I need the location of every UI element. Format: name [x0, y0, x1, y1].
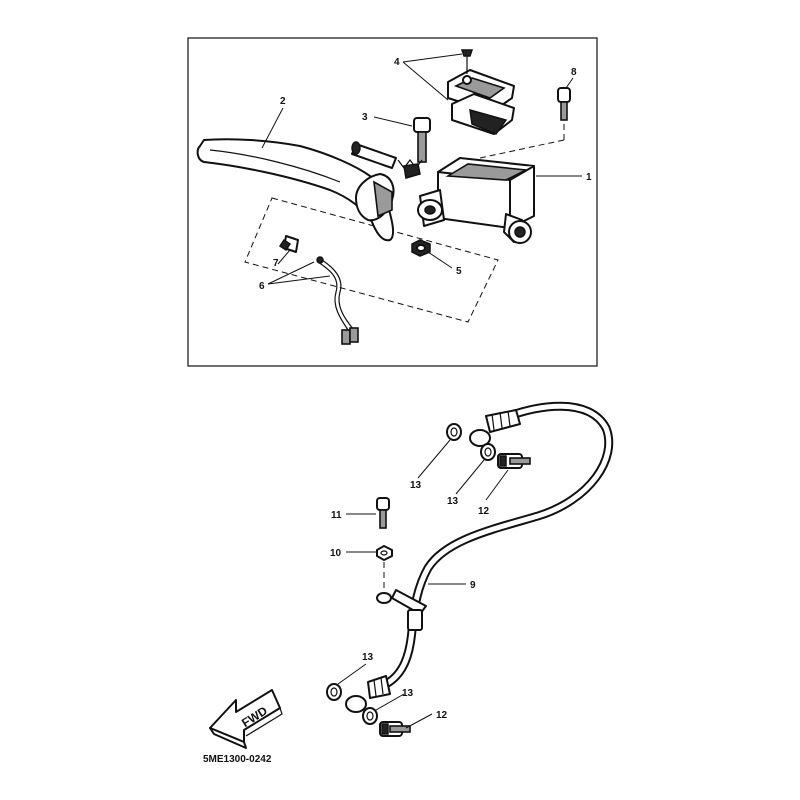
leader-13a [417, 439, 451, 479]
leader-13d [375, 693, 405, 711]
cap-screw [479, 87, 571, 159]
clamp-washer [376, 592, 392, 604]
leader-8 [565, 77, 574, 89]
label-12-upper: 12 [478, 506, 490, 517]
diagram-code: 5ME1300-0242 [203, 754, 272, 765]
lower-hose-fitting [345, 675, 391, 713]
label-9: 9 [470, 580, 476, 591]
cap-diaphragm [447, 69, 515, 135]
leader-12-lower [405, 713, 433, 729]
label-10: 10 [330, 548, 342, 559]
leader-4a [402, 53, 463, 63]
gasket-lower-b [362, 707, 378, 725]
label-4: 4 [394, 57, 400, 68]
label-13b: 13 [447, 496, 459, 507]
stop-switch [278, 235, 359, 345]
cap-screw-top [460, 49, 474, 74]
label-1: 1 [586, 172, 592, 183]
gasket-upper-b [480, 443, 496, 461]
washer [376, 545, 393, 561]
leader-4b [402, 61, 449, 101]
label-13c: 13 [362, 652, 374, 663]
fwd-arrow: FWD [209, 689, 283, 749]
leader-12-upper [485, 469, 509, 501]
pivot-bolt [413, 117, 431, 163]
label-3: 3 [362, 112, 368, 123]
label-8: 8 [571, 67, 577, 78]
gasket-lower-a [326, 683, 342, 701]
master-cylinder [417, 157, 535, 244]
union-bolt-lower [379, 721, 411, 737]
label-13d: 13 [402, 688, 414, 699]
label-2: 2 [280, 96, 286, 107]
leader-2 [261, 107, 284, 149]
leader-5 [427, 251, 453, 269]
leader-13b [455, 459, 485, 495]
switch-enclosure-dashed [244, 197, 499, 323]
leader-7 [277, 249, 291, 265]
brake-hose [381, 401, 614, 689]
label-13a: 13 [410, 480, 422, 491]
nut [411, 239, 431, 257]
spring [397, 159, 423, 179]
brake-lever [196, 138, 395, 242]
upper-frame [187, 37, 598, 367]
leader-3 [373, 116, 413, 127]
pivot-pin [351, 141, 397, 169]
leader-13c [337, 663, 367, 685]
hose-bolt [376, 497, 390, 529]
hose-clamp [391, 589, 427, 631]
label-6: 6 [259, 281, 265, 292]
upper-hose-fitting [469, 409, 521, 447]
label-5: 5 [456, 266, 462, 277]
union-bolt-upper [497, 453, 531, 469]
label-11: 11 [331, 510, 342, 521]
leader-6b [267, 275, 331, 285]
gasket-upper-a [446, 423, 462, 441]
label-12-lower: 12 [436, 710, 448, 721]
label-7: 7 [273, 258, 279, 269]
leader-6a [267, 261, 315, 285]
